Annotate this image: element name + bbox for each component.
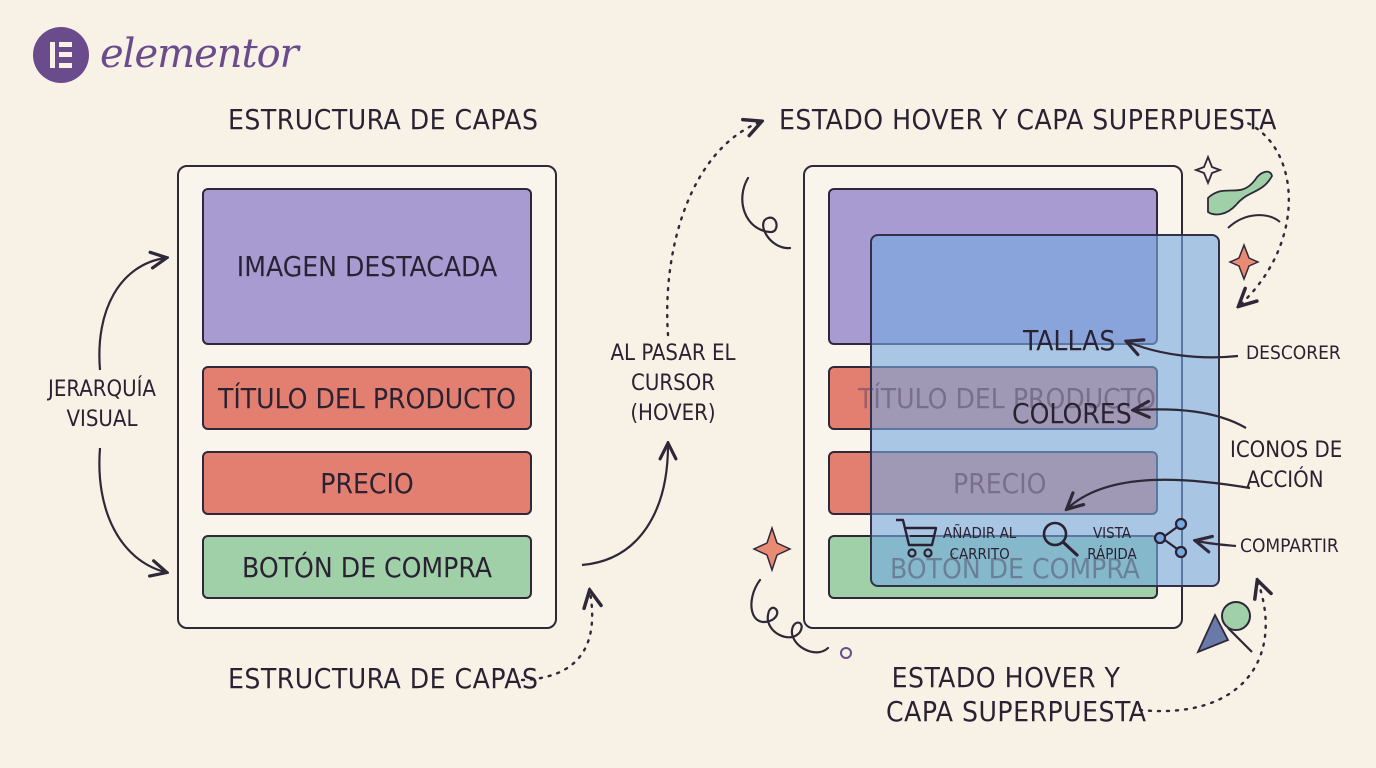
elementor-logo-icon <box>33 27 89 83</box>
dotted-arrow-from-layers <box>520 592 592 682</box>
share-icon[interactable] <box>1150 516 1194 560</box>
quick-view-line2: RÁPIDA <box>1087 545 1137 563</box>
sparkle-icon <box>1193 154 1223 186</box>
quick-view-label[interactable]: VISTA RÁPIDA <box>1084 523 1140 565</box>
hover-heading-bottom-line2: CAPA SUPERPUESTA <box>886 695 1147 728</box>
ghost-buy-button: BOTÓN DE COMPRA <box>890 552 1140 585</box>
descorer-annotation: DESCORER <box>1246 342 1341 364</box>
squiggle-decoration <box>741 176 792 250</box>
sparkle-icon <box>1228 242 1260 282</box>
arrow-to-colors <box>1135 409 1247 429</box>
arrow-to-share <box>1197 541 1237 546</box>
action-icons-line1: ICONOS DE <box>1230 438 1343 463</box>
product-title-block: TÍTULO DEL PRODUCTO <box>202 366 532 430</box>
buy-button-block: BOTÓN DE COMPRA <box>202 535 532 599</box>
colors-option[interactable]: COLORES <box>1012 397 1132 430</box>
hover-trigger-label: AL PASAR EL CURSOR (HOVER) <box>598 339 748 429</box>
hover-heading-bottom-line1: ESTADO HOVER Y <box>891 661 1121 694</box>
squiggle-decoration <box>750 578 830 654</box>
hover-transition-arrow <box>581 445 668 567</box>
visual-hierarchy-line2: VISUAL <box>66 407 138 432</box>
price-block: PRECIO <box>202 451 532 515</box>
visual-hierarchy-label: JERARQUÍA VISUAL <box>38 375 166 435</box>
ghost-price: PRECIO <box>953 467 1047 500</box>
featured-image-block: IMAGEN DESTACADA <box>202 188 532 345</box>
squiggle-decoration <box>1227 214 1281 229</box>
sizes-option[interactable]: TALLAS <box>1023 324 1116 357</box>
arrow-to-sizes <box>1128 342 1239 359</box>
layers-heading-bottom: ESTRUCTURA DE CAPAS <box>228 662 539 695</box>
cart-icon[interactable] <box>894 516 940 560</box>
add-to-cart-label[interactable]: AÑADIR AL CARRITO <box>943 523 1016 565</box>
brand-name: elementor <box>100 31 299 77</box>
hierarchy-arrow-down <box>98 447 165 572</box>
arrow-to-price-area <box>1068 478 1251 508</box>
hover-trigger-line1: AL PASAR EL <box>610 341 736 366</box>
sparkle-icon <box>752 525 792 573</box>
quick-view-line1: VISTA <box>1092 524 1132 542</box>
add-to-cart-line2: CARRITO <box>949 545 1010 563</box>
action-icons-annotation: ICONOS DE ACCIÓN <box>1230 436 1343 496</box>
hover-heading-top: ESTADO HOVER Y CAPA SUPERPUESTA <box>779 103 1277 136</box>
layers-heading-top: ESTRUCTURA DE CAPAS <box>228 103 539 136</box>
add-to-cart-line1: AÑADIR AL <box>943 524 1017 542</box>
share-annotation: COMPARTIR <box>1240 535 1339 557</box>
hover-trigger-line2: CURSOR <box>631 371 715 396</box>
hierarchy-arrow-up <box>98 258 165 371</box>
visual-hierarchy-line1: JERARQUÍA <box>48 377 156 402</box>
hover-heading-bottom: ESTADO HOVER Y CAPA SUPERPUESTA <box>886 661 1147 729</box>
dotted-arrow-bottom-right <box>1138 582 1266 713</box>
ribbon-decoration <box>1207 170 1273 216</box>
hover-trigger-line3: (HOVER) <box>630 401 716 426</box>
pushpin-icon <box>1196 601 1253 654</box>
dotted-arrow-to-hover-heading <box>666 122 760 337</box>
ghost-product-title: TÍTULO DEL PRODUCTO <box>858 382 1156 415</box>
dot-decoration <box>840 647 852 659</box>
action-icons-line2: ACCIÓN <box>1246 468 1324 493</box>
search-icon[interactable] <box>1040 519 1082 559</box>
